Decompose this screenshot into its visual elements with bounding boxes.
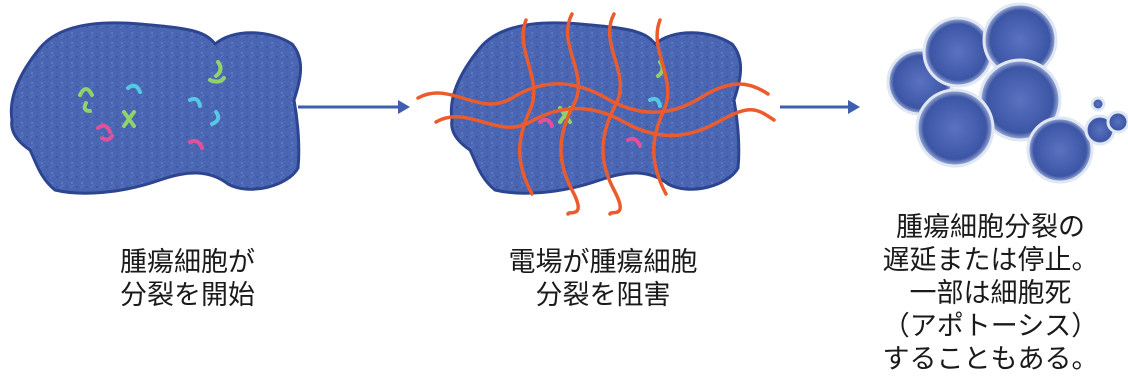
dividing-cell-icon <box>11 23 300 193</box>
caption-line: 遅延または停止。 <box>858 244 1123 277</box>
caption-line: （アポトーシス） <box>858 310 1123 343</box>
electric-field-icon <box>418 14 774 214</box>
arrow-right-icon <box>298 100 410 114</box>
caption-line: することもある。 <box>858 343 1123 376</box>
caption-line: 腫瘍細胞分裂の <box>858 211 1123 244</box>
stage-2-caption: 電場が腫瘍細胞 分裂を阻害 <box>478 246 728 312</box>
caption-line: 分裂を阻害 <box>478 279 728 312</box>
cell-body <box>451 23 740 193</box>
caption-line: 腫瘍細胞が <box>95 246 280 279</box>
caption-line: 電場が腫瘍細胞 <box>478 246 728 279</box>
cell-body <box>11 23 300 193</box>
caption-line: 分裂を開始 <box>95 279 280 312</box>
stage-3-caption: 腫瘍細胞分裂の 遅延または停止。 一部は細胞死 （アポトーシス） することもある… <box>858 211 1123 376</box>
arrow-right-icon <box>780 100 860 114</box>
apoptotic-cell-icon <box>888 4 1128 182</box>
stage-1-caption: 腫瘍細胞が 分裂を開始 <box>95 246 280 312</box>
caption-line: 一部は細胞死 <box>858 277 1123 310</box>
